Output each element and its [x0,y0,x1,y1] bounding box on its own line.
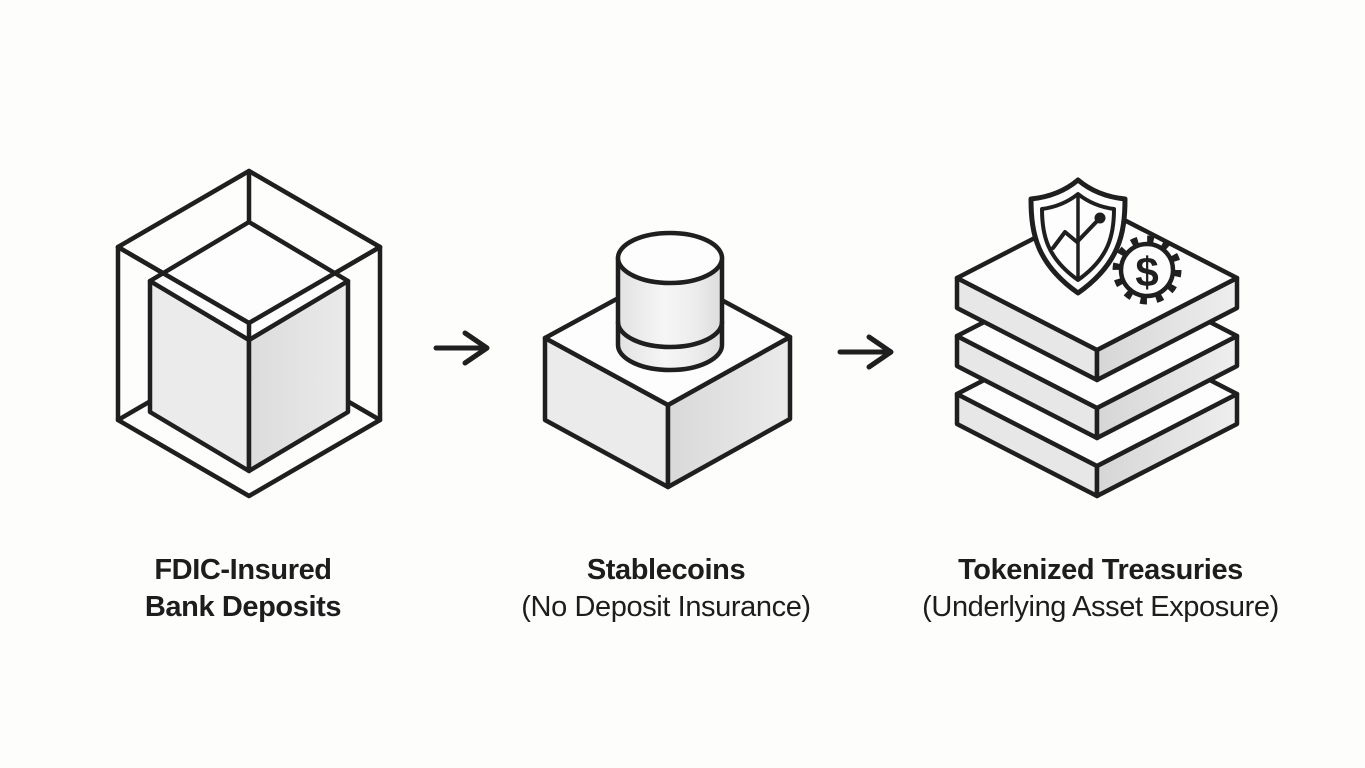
dollar-gear-icon: $ [1112,235,1182,305]
coin-top-face [615,230,725,286]
coin-ring-line [615,319,725,350]
shield-chart-icon [1028,177,1128,296]
node-subtitle: (Underlying Asset Exposure) [922,591,1279,623]
shield-trend-dot [1094,212,1106,224]
cube-in-wireframe-cube-icon [115,168,383,499]
dollar-sign: $ [1135,249,1158,296]
node-title-line2: Bank Deposits [144,591,342,623]
node-subtitle: (No Deposit Insurance) [521,591,811,623]
shield-trend-line [1051,216,1102,250]
node-title: Tokenized Treasuries [958,554,1243,586]
flow-arrow-icon [837,334,894,370]
coin-on-box-icon [542,230,793,490]
node-title-line1: FDIC-Insured [154,554,332,586]
stacked-layers-shield-dollar-icon: $ [954,177,1240,499]
node-title: Stablecoins [586,554,746,586]
caption-stablecoins: Stablecoins (No Deposit Insurance) [466,552,866,626]
caption-fdic-bank-deposits: FDIC-Insured Bank Deposits [63,552,423,626]
caption-tokenized-treasuries: Tokenized Treasuries (Underlying Asset E… [878,552,1323,626]
flow-arrow-icon [433,330,490,366]
